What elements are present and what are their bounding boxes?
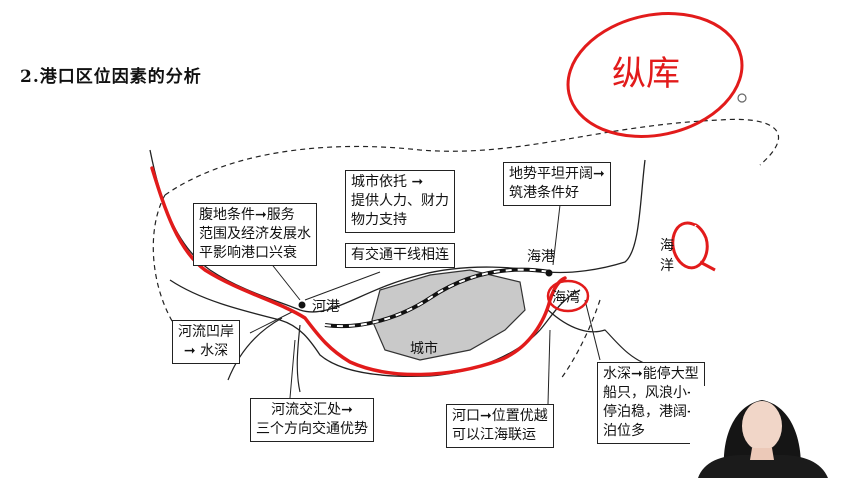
callout-confluence: 河流交汇处➞ 三个方向交通优势 <box>250 398 374 442</box>
railway-dash <box>324 268 551 328</box>
presenter-body <box>698 454 828 478</box>
coast-lower <box>547 309 651 366</box>
presenter-neck <box>750 448 774 460</box>
presenter-video <box>690 386 835 478</box>
river-bank-lower <box>169 279 581 377</box>
callout-line: 地势平坦开阔➞ <box>509 166 605 182</box>
callout-city-support: 城市依托 ➞ 提供人力、财力 物力支持 <box>345 170 455 233</box>
handwritten-text: 纵库 <box>612 54 680 94</box>
bay-circle <box>546 279 590 313</box>
hinterland-boundary-right <box>559 299 601 381</box>
callout-line: 河流交汇处➞ <box>271 402 353 418</box>
pen-cursor-icon <box>737 93 747 103</box>
callout-line: 物力支持 <box>351 212 407 228</box>
red-marker-trace <box>150 166 567 377</box>
coastline-upper <box>149 149 646 313</box>
callout-line: 船只，风浪小➞ <box>603 385 699 401</box>
callout-hinterland: 腹地条件➞服务 范围及经济发展水 平影响港口兴衰 <box>193 203 317 266</box>
callout-line: 停泊稳，港阔➞ <box>603 404 699 420</box>
city-label: 城市 <box>410 341 438 357</box>
callout-line: 可以江海联运 <box>452 427 536 443</box>
callout-line: 河口➞位置优越 <box>452 408 548 424</box>
bay-label: 海湾 <box>552 290 580 306</box>
river-port-dot <box>298 301 306 309</box>
page-title: 2.港口区位因素的分析 <box>20 67 202 87</box>
river-port-label: 河港 <box>312 299 340 315</box>
callout-deep-water: 水深➞能停大型 船只，风浪小➞ 停泊稳，港阔➞ 泊位多 <box>597 362 705 444</box>
callout-line: 有交通干线相连 <box>351 247 449 263</box>
callout-line: 水深➞能停大型 <box>603 366 699 382</box>
callout-line: 泊位多 <box>603 423 645 439</box>
callout-line: 三个方向交通优势 <box>256 421 368 437</box>
ocean-label: 海 洋 <box>660 238 674 274</box>
presenter-face <box>742 401 782 451</box>
callout-line: 腹地条件➞服务 <box>199 207 295 223</box>
city-area <box>371 269 526 361</box>
callout-riverbank: 河流凹岸 ➞ 水深 <box>172 320 240 364</box>
callout-line: 平影响港口兴衰 <box>199 245 297 261</box>
leader-lines <box>249 204 601 405</box>
callout-line: 提供人力、财力 <box>351 193 449 209</box>
annotation-circle <box>566 12 744 138</box>
sea-port-label: 海港 <box>527 249 555 265</box>
callout-line: 筑港条件好 <box>509 185 579 201</box>
callout-terrain: 地势平坦开阔➞ 筑港条件好 <box>503 162 611 206</box>
callout-line: 城市依托 ➞ <box>351 174 424 190</box>
callout-line: 河流凹岸 <box>178 324 234 340</box>
tributary <box>227 317 301 393</box>
callout-line: ➞ 水深 <box>183 343 229 359</box>
callout-line: 范围及经济发展水 <box>199 226 311 242</box>
sea-port-dot <box>545 269 553 277</box>
callout-traffic: 有交通干线相连 <box>345 243 455 268</box>
q-mark <box>671 221 716 272</box>
callout-estuary: 河口➞位置优越 可以江海联运 <box>446 404 554 448</box>
